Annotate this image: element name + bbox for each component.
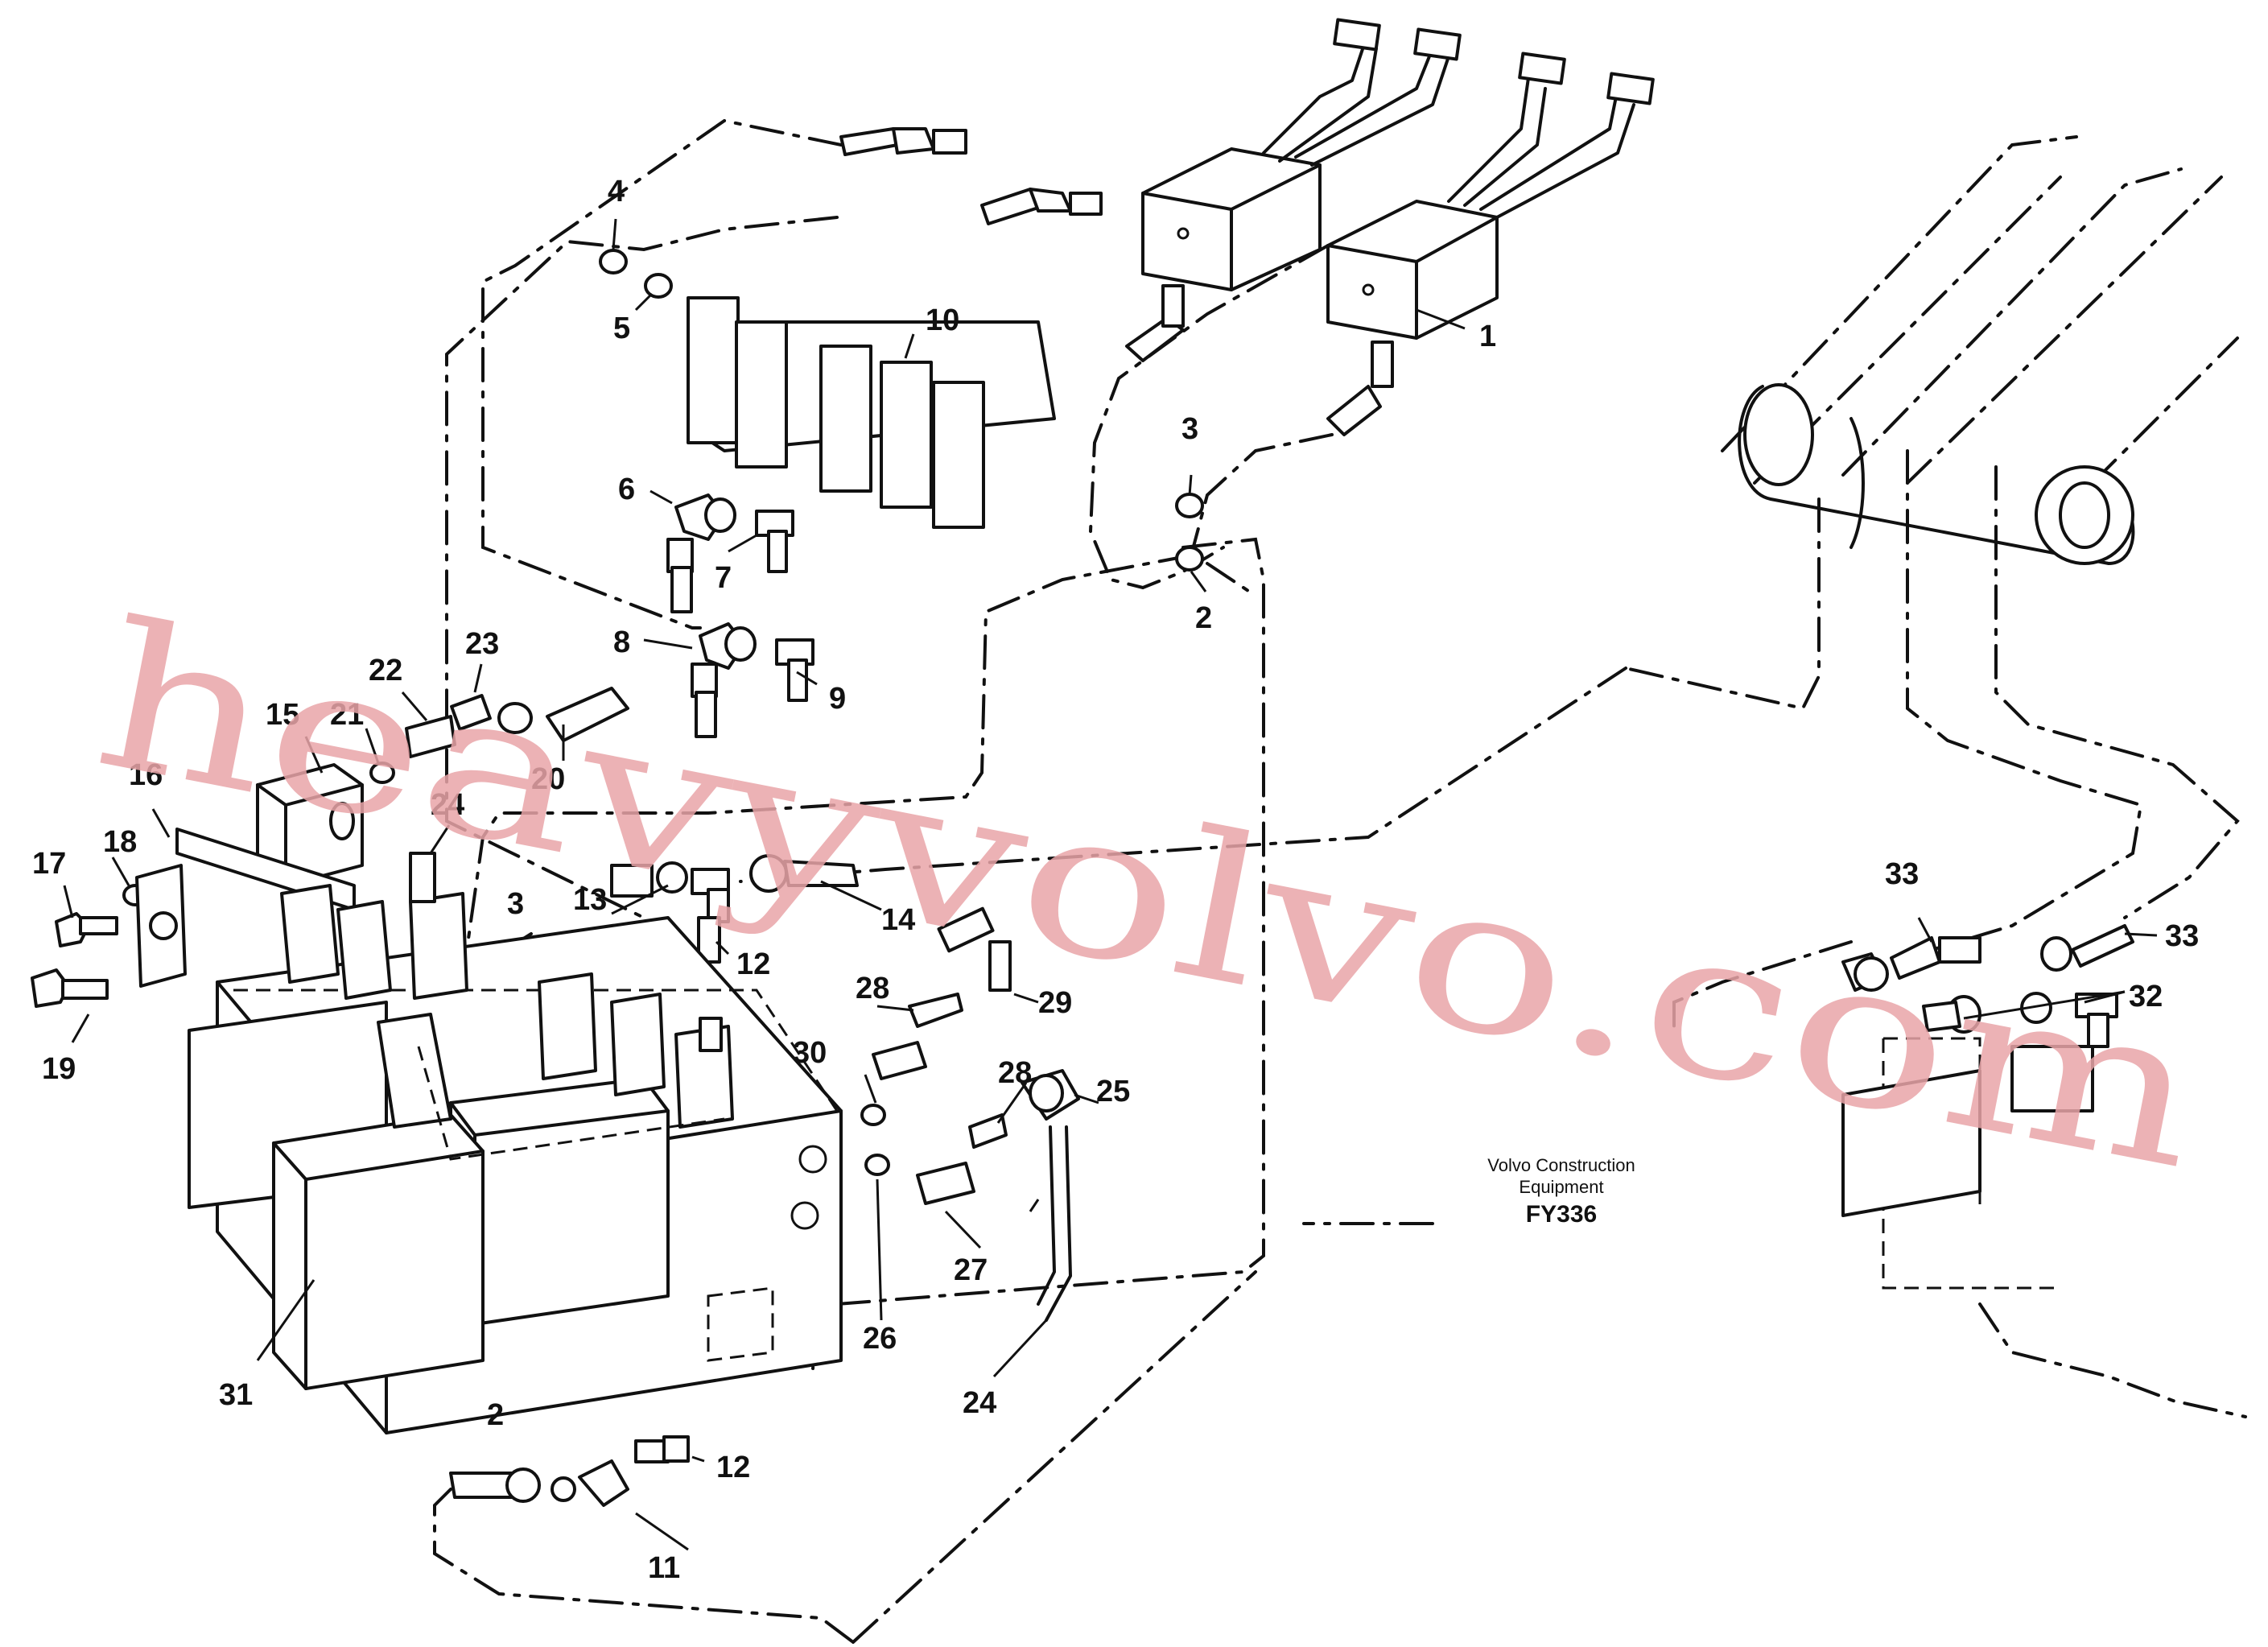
callout-12: 12 [716,1451,750,1484]
callout-24: 24 [431,788,464,822]
callout-1: 1 [1479,320,1496,353]
callout-18: 18 [103,825,137,859]
callout-2: 2 [1195,601,1212,635]
callout-8: 8 [613,625,630,659]
callouts: 1 2 2 3 3 4 5 6 7 8 9 10 11 12 12 13 14 … [32,175,2199,1585]
credit-line-2: Equipment [1519,1177,1603,1197]
callout-6: 6 [618,473,635,506]
callout-19: 19 [42,1052,76,1086]
callout-30: 30 [793,1036,827,1070]
callout-22: 22 [369,654,402,687]
solenoid-block [687,296,1056,529]
callout-31: 31 [219,1378,253,1412]
callout-27: 27 [954,1253,988,1287]
callout-20: 20 [531,762,565,796]
leader-lines [63,218,2158,1551]
callout-21: 21 [330,698,364,732]
callout-29: 29 [1038,986,1072,1020]
callout-24: 24 [963,1386,996,1420]
callout-33: 33 [2165,919,2199,953]
callout-15: 15 [266,698,299,732]
callout-3: 3 [1181,412,1198,446]
main-control-valve [188,852,843,1434]
callout-13: 13 [573,883,607,917]
credit-line-1: Volvo Construction [1487,1155,1635,1175]
callout-2: 2 [487,1398,504,1432]
callout-17: 17 [32,847,66,881]
callout-25: 25 [1096,1075,1130,1108]
callout-7: 7 [715,561,732,595]
callout-16: 16 [129,758,163,792]
callout-33: 33 [1885,857,1919,891]
callout-9: 9 [829,682,846,716]
callout-12: 12 [736,947,770,981]
callout-14: 14 [881,903,915,937]
callout-3: 3 [507,887,524,921]
callout-32: 32 [2129,980,2163,1013]
callout-28: 28 [998,1056,1032,1090]
drawing-code: FY336 [1526,1201,1597,1228]
pilot-control-valves [1141,18,1655,340]
credit-block: Volvo Construction Equipment FY336 [1487,1155,1635,1228]
callout-5: 5 [613,312,630,345]
callout-26: 26 [863,1322,897,1356]
callout-10: 10 [926,303,959,337]
callout-23: 23 [465,627,499,661]
boom-arm [1721,135,2239,565]
callout-4: 4 [608,175,625,208]
callout-11: 11 [648,1551,680,1585]
callout-28: 28 [856,972,889,1005]
